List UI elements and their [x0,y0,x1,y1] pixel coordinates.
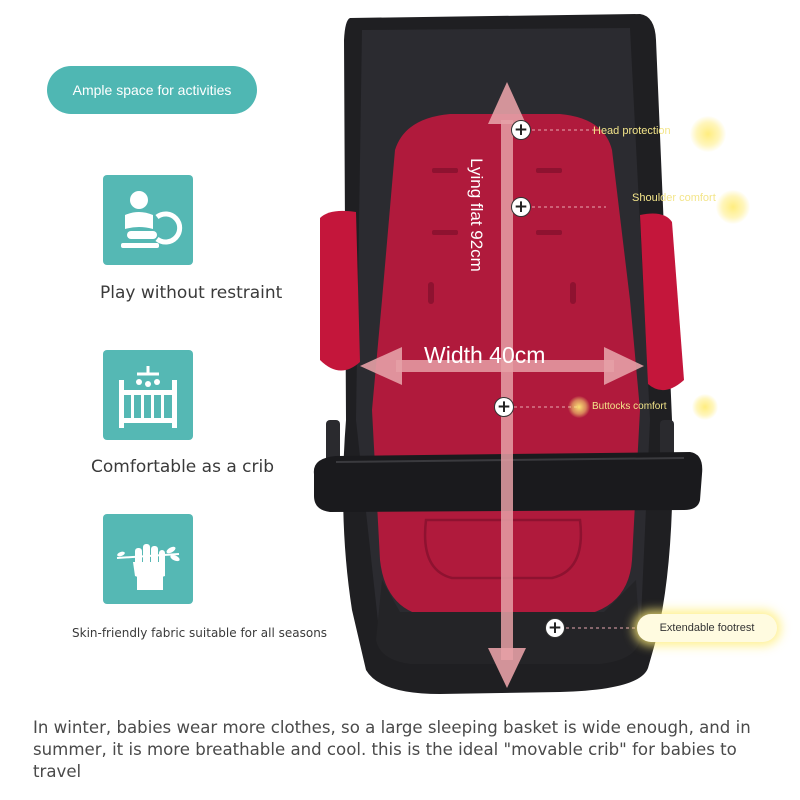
feature-label-play: Play without restraint [100,283,283,303]
highlight-dot-buttocks-right [692,394,718,420]
feature-label-crib: Comfortable as a crib [91,457,275,477]
highlight-dot-buttocks-left [568,396,590,418]
feature-label-fabric: Skin-friendly fabric suitable for all se… [72,626,328,640]
callout-footrest-badge: Extendable footrest [637,614,777,642]
plus-marker-buttocks: + [494,397,514,417]
length-label: Lying flat 92cm [467,158,486,272]
hand-leaf-icon [103,514,193,604]
child-play-icon [103,175,193,265]
highlight-dot-head [690,116,726,152]
highlight-dot-shoulder [716,190,750,224]
description-paragraph: In winter, babies wear more clothes, so … [33,718,751,781]
callout-shoulder-comfort: Shoulder comfort [632,192,716,204]
crib-mobile-icon [103,350,193,440]
width-label: Width 40cm [424,342,546,368]
callout-head-protection: Head protection [593,125,671,137]
plus-marker-footrest: + [545,618,565,638]
callout-buttocks-comfort: Buttocks comfort [592,401,667,412]
callout-footrest-label: Extendable footrest [659,622,755,634]
ample-space-badge: Ample space for activities [47,66,257,114]
plus-marker-head: + [511,120,531,140]
plus-marker-shoulder: + [511,197,531,217]
